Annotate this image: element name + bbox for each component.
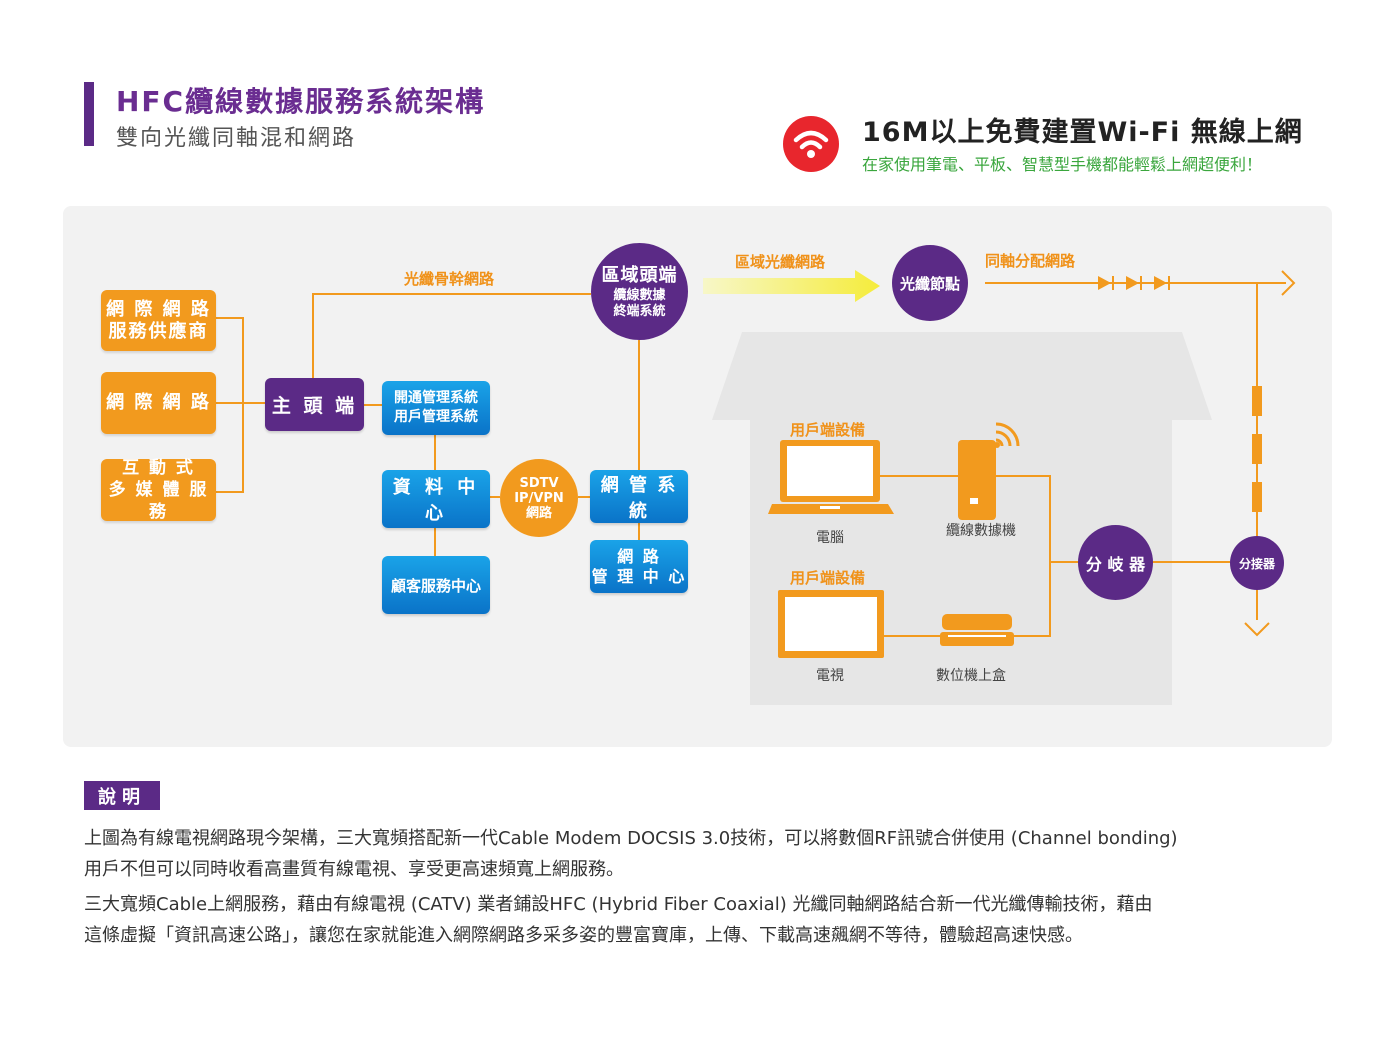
explanation-line-1: 上圖為有線電視網路現今架構，三大寬頻搭配新一代Cable Modem DOCSI… — [84, 823, 1344, 854]
tv-icon — [778, 590, 884, 660]
sdtv-label-3: 網路 — [526, 506, 552, 521]
explanation-tag: 說明 — [84, 781, 160, 810]
regional-headend-line2: 終端系統 — [613, 304, 665, 320]
cpe-label-bottom: 用戶端設備 — [790, 567, 865, 588]
explanation-line-4: 這條虛擬「資訊高速公路」，讓您在家就能進入網際網路多采多姿的豐富寶庫，上傳、下載… — [84, 920, 1344, 951]
internet-box: 網 際 網 路 — [101, 372, 216, 434]
explanation-line-3: 三大寬頻Cable上網服務，藉由有線電視 (CATV) 業者鋪設HFC (Hyb… — [84, 889, 1344, 920]
fiber-node-label: 光纖節點 — [900, 273, 960, 294]
data-center-box: 資 料 中 心 — [382, 470, 490, 528]
coax-network-label: 同軸分配網路 — [985, 250, 1075, 271]
explanation-line-2: 用戶不但可以同時收看高畫質有線電視、享受更高速頻寬上網服務。 — [84, 854, 1344, 885]
tap-label: 分接器 — [1239, 555, 1275, 572]
isp-box: 網 際 網 路 服務供應商 — [101, 290, 216, 351]
customer-service-box: 顧客服務中心 — [382, 556, 490, 614]
regional-fiber-label: 區域光纖網路 — [735, 251, 825, 272]
sdtv-label-1: SDTV — [519, 476, 558, 491]
cable-modem-icon — [956, 418, 1022, 522]
provisioning-system-box: 開通管理系統 用戶管理系統 — [382, 381, 490, 435]
splitter-circle: 分 岐 器 — [1078, 525, 1153, 600]
computer-label: 電腦 — [816, 527, 844, 547]
splitter-label: 分 岐 器 — [1086, 551, 1145, 575]
fiber-node-circle: 光纖節點 — [892, 245, 968, 321]
interactive-multimedia-box: 互 動 式 多 媒 體 服 務 — [101, 459, 216, 521]
regional-headend-line1: 纜線數據 — [613, 288, 665, 304]
tap-circle: 分接器 — [1230, 536, 1284, 590]
sdtv-label-2: IP/VPN — [514, 491, 564, 506]
network-management-center-box: 網 路 管 理 中 心 — [590, 540, 688, 593]
cable-modem-label: 纜線數據機 — [946, 520, 1016, 540]
backbone-network-label: 光纖骨幹網路 — [404, 268, 494, 289]
main-headend-box: 主 頭 端 — [265, 378, 364, 431]
set-top-box-icon — [940, 614, 1014, 650]
regional-headend-circle: 區域頭端 纜線數據 終端系統 — [591, 243, 688, 340]
regional-headend-title: 區域頭端 — [602, 264, 678, 288]
set-top-box-label: 數位機上盒 — [936, 665, 1006, 685]
network-management-system-box: 網 管 系 統 — [590, 470, 688, 523]
laptop-icon — [768, 440, 894, 520]
cpe-label-top: 用戶端設備 — [790, 419, 865, 440]
tv-label: 電視 — [816, 665, 844, 685]
